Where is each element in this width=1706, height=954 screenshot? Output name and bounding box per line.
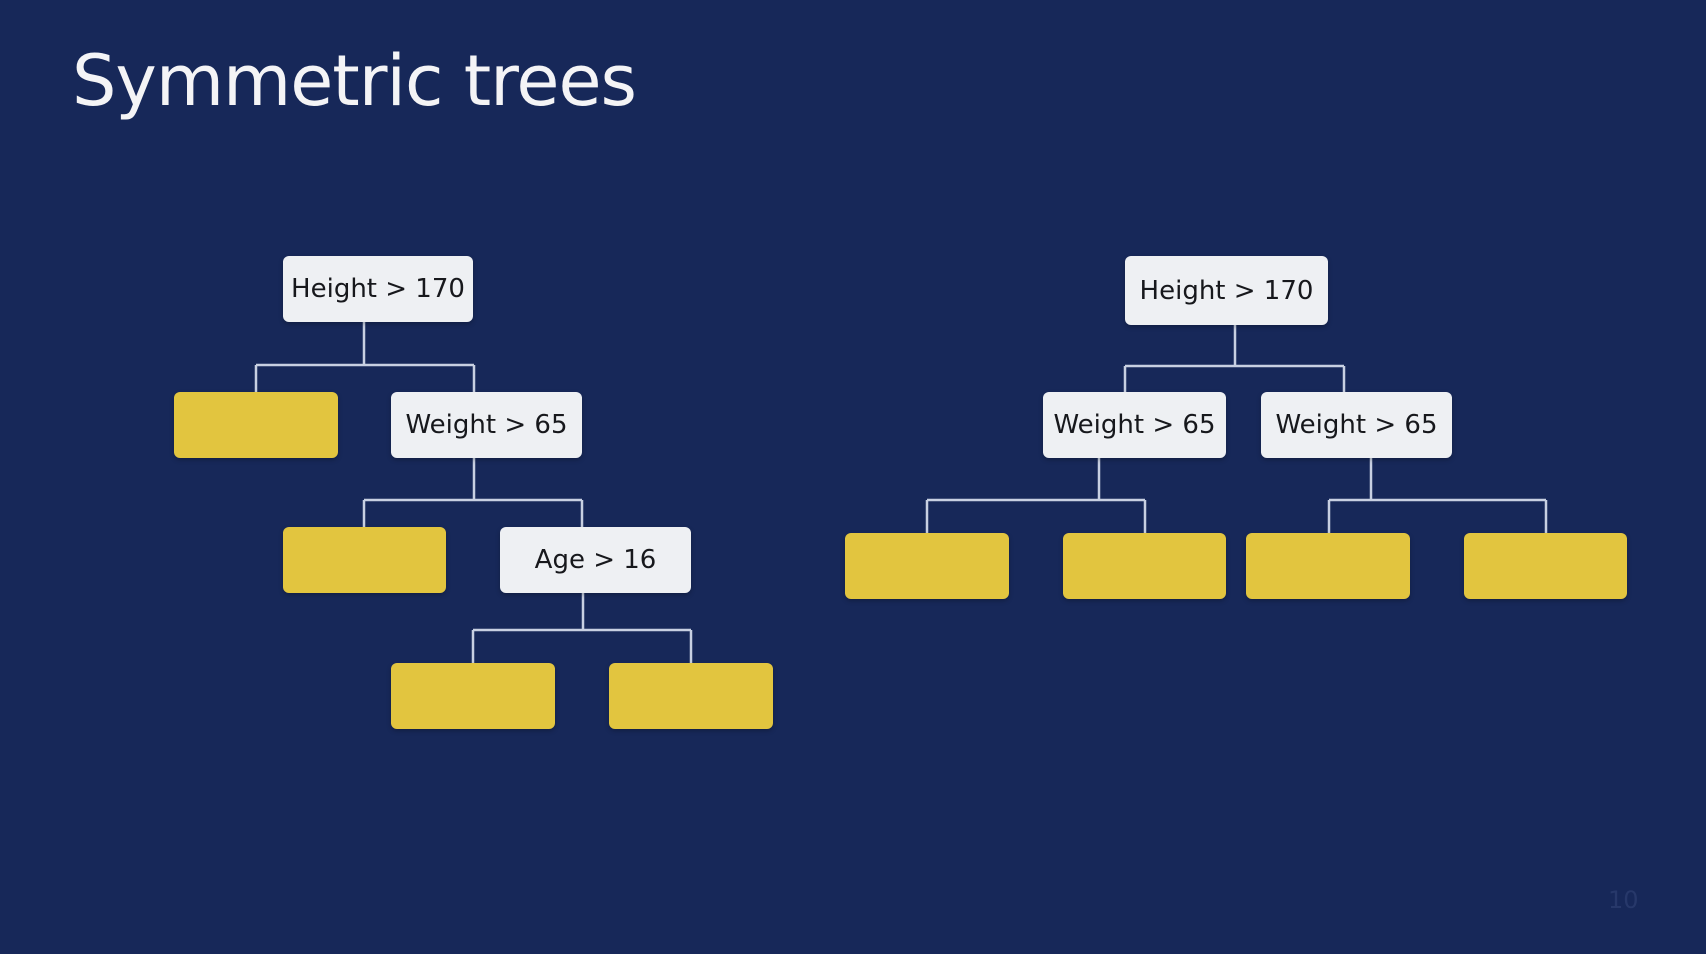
left-tree-weight-node: Weight > 65 (391, 392, 582, 458)
left-tree-leaf-node (609, 663, 773, 729)
left-tree-leaf-node (283, 527, 446, 593)
right-tree-leaf-node (1246, 533, 1410, 599)
page-number: 10 (1608, 886, 1639, 914)
right-tree-leaf-node (1063, 533, 1226, 599)
right-tree-leaf-node (845, 533, 1009, 599)
left-tree-root-node: Height > 170 (283, 256, 473, 322)
left-tree-leaf-node (391, 663, 555, 729)
right-tree-weight-right-node: Weight > 65 (1261, 392, 1452, 458)
right-tree-weight-left-node: Weight > 65 (1043, 392, 1226, 458)
right-tree-leaf-node (1464, 533, 1627, 599)
right-tree-root-node: Height > 170 (1125, 256, 1328, 325)
slide-title: Symmetric trees (72, 40, 637, 122)
left-tree-leaf-node (174, 392, 338, 458)
left-tree-age-node: Age > 16 (500, 527, 691, 593)
